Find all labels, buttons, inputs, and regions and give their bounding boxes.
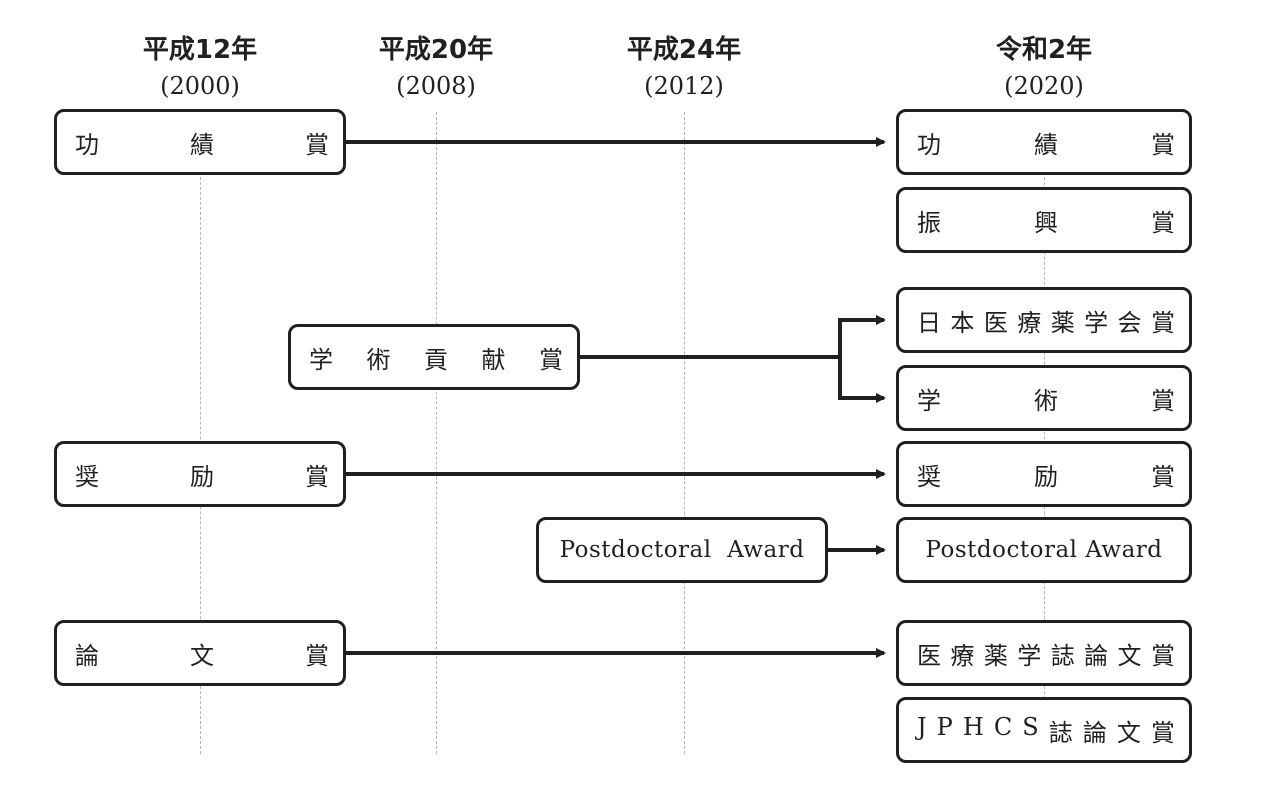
char: S xyxy=(1022,712,1039,741)
era-header-2000: 平成12年 (2000) xyxy=(90,32,310,104)
box-text: Postdoctoral Award xyxy=(559,537,805,563)
char: 賞 xyxy=(1150,308,1175,337)
char: 献 xyxy=(481,345,506,374)
era-header-2012: 平成24年 (2012) xyxy=(574,32,794,104)
char: 会 xyxy=(1117,308,1142,337)
timeline-guide-2020 xyxy=(1044,112,1045,754)
char: J xyxy=(917,712,927,741)
char: 励 xyxy=(1034,462,1058,491)
char: 医 xyxy=(917,641,941,670)
char: 功 xyxy=(75,130,99,159)
era-year: (2020) xyxy=(1004,72,1084,100)
char: 奨 xyxy=(917,462,941,491)
char: 誌 xyxy=(1048,718,1073,747)
char: 文 xyxy=(1116,718,1141,747)
char: 本 xyxy=(950,308,975,337)
box-postdoc-2012: Postdoctoral Award xyxy=(536,517,828,583)
box-shorei-2000: 奨 励 賞 xyxy=(54,441,346,507)
era-label: 平成20年 xyxy=(378,35,494,65)
era-year: (2000) xyxy=(160,72,240,100)
char: 賞 xyxy=(539,345,563,374)
era-label: 平成24年 xyxy=(626,35,742,65)
char: 術 xyxy=(1034,386,1058,415)
char: 薬 xyxy=(983,641,1008,670)
char: 績 xyxy=(1034,130,1058,159)
box-text: 奨 励 賞 xyxy=(75,457,329,492)
box-text: 功 績 賞 xyxy=(917,125,1175,160)
char: 賞 xyxy=(305,462,329,491)
box-shorei-2020: 奨 励 賞 xyxy=(896,441,1192,507)
box-text: 論 文 賞 xyxy=(75,636,329,671)
era-header-2008: 平成20年 (2008) xyxy=(326,32,546,104)
box-gakujutsu-2020: 学 術 賞 xyxy=(896,365,1192,431)
char: 賞 xyxy=(305,641,329,670)
char: 学 xyxy=(309,345,333,374)
box-text: 学 術 貢 献 賞 xyxy=(309,340,563,375)
box-text: Postdoctoral Award xyxy=(925,537,1163,563)
char: H xyxy=(962,712,984,741)
char: 療 xyxy=(950,641,975,670)
arrow-gakujutsu-split xyxy=(580,318,884,400)
char: 学 xyxy=(1017,641,1042,670)
box-text: 日 本 医 療 薬 学 会 賞 xyxy=(917,303,1175,338)
box-text: 医 療 薬 学 誌 論 文 賞 xyxy=(917,636,1175,671)
box-text: 功 績 賞 xyxy=(75,125,329,160)
char: 績 xyxy=(190,130,214,159)
char: 文 xyxy=(190,641,214,670)
box-gakujutsu-koken-2008: 学 術 貢 献 賞 xyxy=(288,324,580,390)
box-koseki-2020: 功 績 賞 xyxy=(896,109,1192,175)
char: 療 xyxy=(1017,308,1042,337)
char: P xyxy=(936,712,953,741)
box-koseki-2000: 功 績 賞 xyxy=(54,109,346,175)
char: 賞 xyxy=(1150,641,1175,670)
char: 賞 xyxy=(1151,208,1175,237)
char: 学 xyxy=(1084,308,1109,337)
char: 論 xyxy=(1082,718,1107,747)
char: 誌 xyxy=(1050,641,1075,670)
char: 日 xyxy=(917,308,941,337)
char: C xyxy=(993,712,1013,741)
char: 薬 xyxy=(1050,308,1075,337)
box-shinko-2020: 振 興 賞 xyxy=(896,187,1192,253)
char: 賞 xyxy=(1150,718,1175,747)
box-text: 奨 励 賞 xyxy=(917,457,1175,492)
box-jphcs-award-2020: J P H C S 誌 論 文 賞 xyxy=(896,697,1192,763)
box-postdoc-2020: Postdoctoral Award xyxy=(896,517,1192,583)
timeline-guide-2008 xyxy=(436,112,437,754)
box-journal-award-2020: 医 療 薬 学 誌 論 文 賞 xyxy=(896,620,1192,686)
box-ronbun-2000: 論 文 賞 xyxy=(54,620,346,686)
box-text: J P H C S 誌 論 文 賞 xyxy=(917,713,1175,748)
timeline-guide-2012 xyxy=(684,112,685,754)
char: 功 xyxy=(917,130,941,159)
char: 学 xyxy=(917,386,941,415)
char: 興 xyxy=(1034,208,1058,237)
char: 文 xyxy=(1117,641,1142,670)
era-header-2020: 令和2年 (2020) xyxy=(934,32,1154,104)
era-year: (2008) xyxy=(396,72,476,100)
timeline-guide-2000 xyxy=(200,112,201,754)
char: 貢 xyxy=(424,345,448,374)
char: 論 xyxy=(75,641,99,670)
char: 賞 xyxy=(305,130,329,159)
box-text: 振 興 賞 xyxy=(917,203,1175,238)
era-year: (2012) xyxy=(644,72,724,100)
char: 医 xyxy=(983,308,1008,337)
box-text: 学 術 賞 xyxy=(917,381,1175,416)
era-label: 平成12年 xyxy=(142,35,258,65)
char: 賞 xyxy=(1151,386,1175,415)
char: 術 xyxy=(366,345,391,374)
box-society-award-2020: 日 本 医 療 薬 学 会 賞 xyxy=(896,287,1192,353)
char: 論 xyxy=(1084,641,1109,670)
char: 振 xyxy=(917,208,941,237)
char: 賞 xyxy=(1151,462,1175,491)
char: 奨 xyxy=(75,462,99,491)
char: 賞 xyxy=(1151,130,1175,159)
char: 励 xyxy=(190,462,214,491)
era-label: 令和2年 xyxy=(995,35,1093,65)
